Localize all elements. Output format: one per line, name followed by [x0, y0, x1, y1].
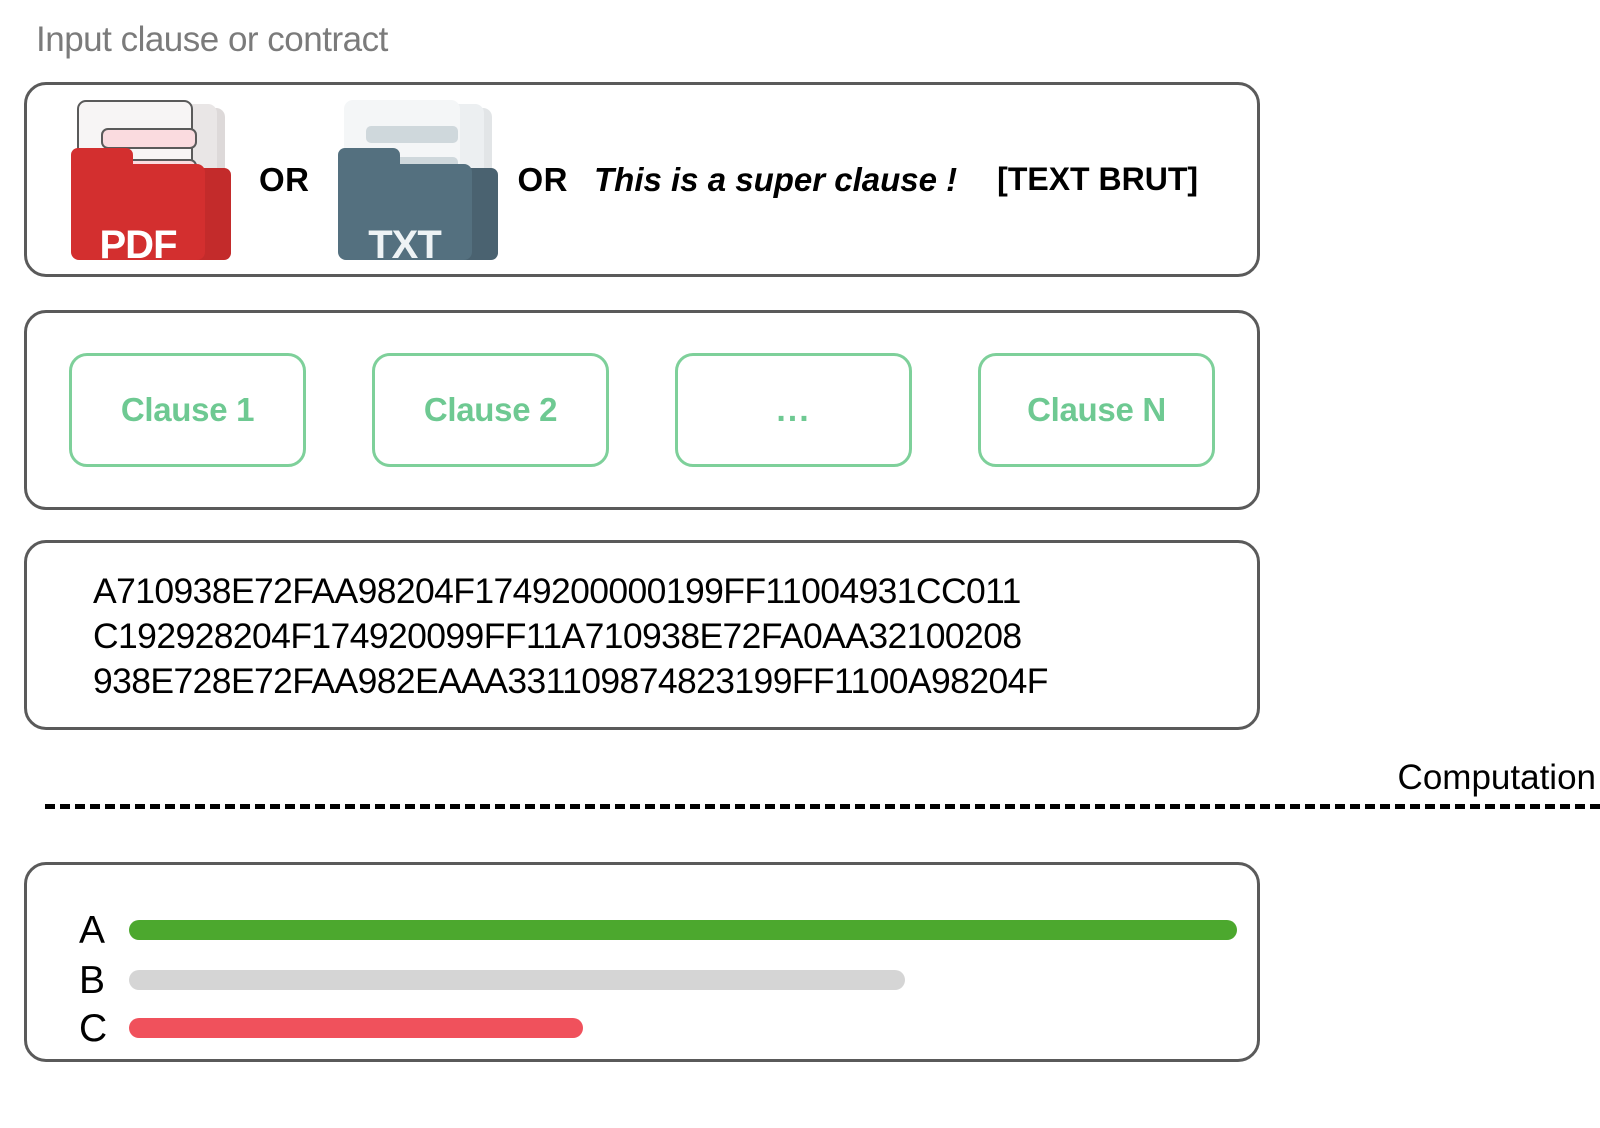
- clause-chip-1[interactable]: Clause 1: [69, 353, 306, 467]
- txt-folder-body: [337, 163, 472, 260]
- bar-label-b: B: [79, 958, 106, 1002]
- bar-row: C: [79, 1008, 1237, 1048]
- page-title: Input clause or contract: [36, 20, 388, 59]
- computation-label: Computation: [1397, 758, 1596, 797]
- pdf-folder-body: [71, 163, 205, 260]
- or-separator-1: OR: [259, 160, 310, 198]
- bar-row: B: [79, 960, 1237, 1000]
- bar-label-c: C: [79, 1006, 108, 1050]
- text-brut-tag: [TEXT BRUT]: [997, 161, 1199, 197]
- bar-fill-b: [129, 970, 905, 990]
- or-separator-2: OR: [517, 160, 568, 198]
- results-panel: A B C: [24, 862, 1260, 1062]
- pdf-icon-label: PDF: [99, 222, 178, 267]
- clause-chip-2[interactable]: Clause 2: [372, 353, 609, 467]
- bar-track-a: [129, 920, 1237, 940]
- pdf-file-icon[interactable]: PDF: [67, 90, 231, 270]
- clause-chip-ellipsis[interactable]: ...: [675, 353, 912, 467]
- hash-text-block: A710938E72FAA98204F1749200000199FF110049…: [93, 569, 1048, 704]
- input-options-row: PDF OR TXT OR This is a super clause ! […: [27, 85, 1257, 274]
- computation-dashed-divider: [45, 804, 1600, 809]
- hash-line: C192928204F174920099FF11A710938E72FA0AA3…: [93, 616, 1022, 656]
- clause-panel: Clause 1 Clause 2 ... Clause N: [24, 310, 1260, 510]
- bar-fill-c: [129, 1018, 584, 1038]
- txt-file-icon[interactable]: TXT: [334, 90, 498, 270]
- bar-track-b: [129, 970, 1237, 990]
- clause-chip-row: Clause 1 Clause 2 ... Clause N: [27, 313, 1257, 507]
- bar-fill-a: [129, 920, 1237, 940]
- pdf-text-line: [101, 127, 197, 149]
- bar-track-c: [129, 1018, 1237, 1038]
- sample-clause-text[interactable]: This is a super clause !: [594, 160, 958, 198]
- hash-line: 938E728E72FAA982EAAA331109874823199FF110…: [93, 661, 1048, 701]
- hash-line: A710938E72FAA98204F1749200000199FF110049…: [93, 571, 1021, 611]
- txt-text-line: [365, 125, 458, 143]
- txt-icon-label: TXT: [368, 222, 442, 267]
- clause-chip-n[interactable]: Clause N: [978, 353, 1215, 467]
- bar-label-a: A: [79, 908, 106, 952]
- bar-row: A: [79, 910, 1237, 950]
- input-panel: PDF OR TXT OR This is a super clause ! […: [24, 82, 1260, 277]
- hash-panel: A710938E72FAA98204F1749200000199FF110049…: [24, 540, 1260, 730]
